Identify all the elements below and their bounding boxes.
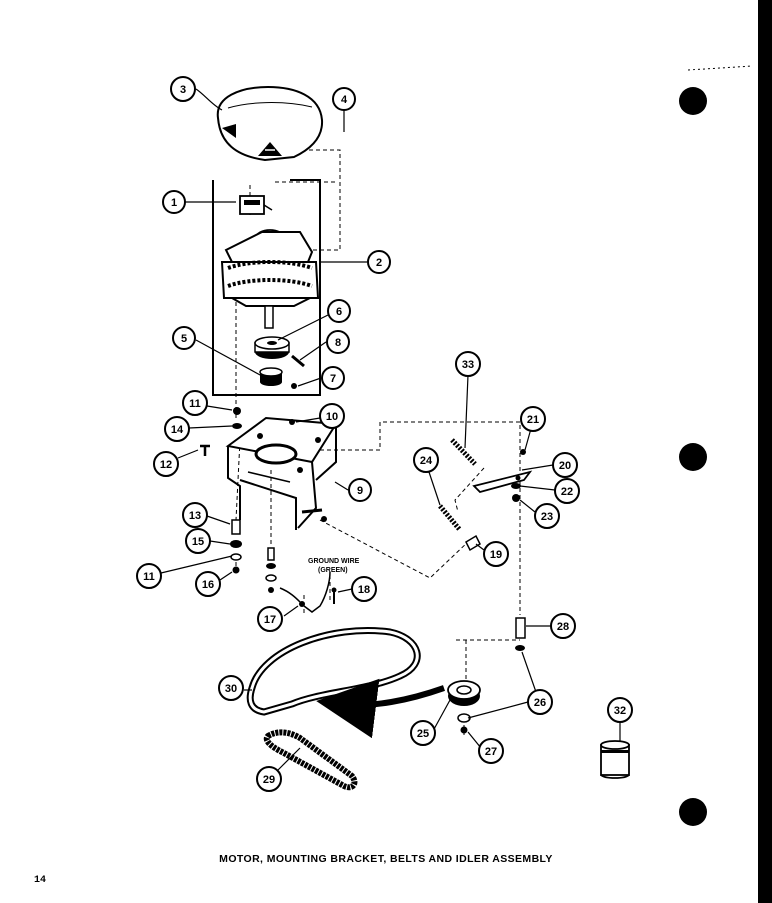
callout-2-label: 2: [376, 257, 382, 269]
motor-cover: [216, 85, 324, 162]
callout-14: 14: [164, 416, 190, 442]
callout-23: 23: [534, 503, 560, 529]
diagram-caption: MOTOR, MOUNTING BRACKET, BELTS AND IDLER…: [219, 853, 553, 865]
callout-12: 12: [153, 451, 179, 477]
callout-16-label: 16: [202, 579, 214, 591]
motor-group-bracket: [212, 179, 321, 396]
callout-20: 20: [552, 452, 578, 478]
callout-32: 32: [607, 697, 633, 723]
callout-28-label: 28: [557, 621, 569, 633]
callout-22-label: 22: [561, 486, 573, 498]
punch-hole-middle: [679, 443, 707, 471]
motor: [220, 195, 320, 329]
callout-17-label: 17: [264, 614, 276, 626]
callout-3: 3: [170, 76, 196, 102]
callout-29-label: 29: [263, 774, 275, 786]
callout-leaders: [160, 88, 621, 771]
setscrew-7: [291, 383, 297, 389]
callout-11-top-label: 11: [189, 398, 201, 410]
idler-pulley: [447, 680, 481, 734]
callout-10-label: 10: [326, 411, 338, 423]
callout-32-label: 32: [614, 705, 626, 717]
small-pulley: [259, 367, 283, 386]
callout-7-label: 7: [330, 373, 336, 385]
punch-hole-top: [679, 87, 707, 115]
callout-25-label: 25: [417, 728, 429, 740]
callout-2: 2: [367, 250, 391, 274]
callout-19-label: 19: [490, 549, 502, 561]
callout-21-label: 21: [527, 414, 539, 426]
callout-18-label: 18: [358, 584, 370, 596]
callout-27: 27: [478, 738, 504, 764]
callout-19: 19: [483, 541, 509, 567]
callout-15: 15: [185, 528, 211, 554]
callout-9: 9: [348, 478, 372, 502]
callout-1-label: 1: [171, 197, 177, 209]
assembly-dashed-lines: [235, 149, 521, 735]
callout-10: 10: [319, 403, 345, 429]
callout-11-top: 11: [182, 390, 208, 416]
callout-13-label: 13: [189, 510, 201, 522]
callout-23-label: 23: [541, 511, 553, 523]
callout-15-label: 15: [192, 536, 204, 548]
callout-8: 8: [326, 330, 350, 354]
callout-21: 21: [520, 406, 546, 432]
callout-20-label: 20: [559, 460, 571, 472]
callout-11-bottom: 11: [136, 563, 162, 589]
hardware-parts: [200, 407, 337, 613]
page-number: 14: [34, 875, 47, 886]
direction-arrow: [316, 678, 445, 739]
callout-6: 6: [327, 299, 351, 323]
callout-6-label: 6: [336, 306, 342, 318]
callout-9-label: 9: [357, 485, 363, 497]
callout-30: 30: [218, 675, 244, 701]
callout-33: 33: [455, 351, 481, 377]
callout-29: 29: [256, 766, 282, 792]
callout-30-label: 30: [225, 683, 237, 695]
motor-pulley: [254, 336, 290, 359]
mounting-bracket: [225, 416, 338, 530]
callout-3-label: 3: [180, 84, 186, 96]
idler-parts: [438, 438, 533, 651]
ground-wire-note-line2: (GREEN): [318, 567, 348, 574]
callout-1: 1: [162, 190, 186, 214]
lubricant-can: [600, 740, 630, 779]
callout-5-label: 5: [181, 333, 187, 345]
drive-belt: [246, 627, 421, 716]
callout-27-label: 27: [485, 746, 497, 758]
setscrew-8: [291, 354, 305, 368]
callout-25: 25: [410, 720, 436, 746]
callout-4: 4: [332, 87, 356, 111]
callout-circles: 3 4 1 2 6 8 5 7 11 10 14 12 9 13 15 11 1…: [136, 76, 633, 792]
callout-5: 5: [172, 326, 196, 350]
callout-7: 7: [321, 366, 345, 390]
callout-22: 22: [554, 478, 580, 504]
punch-hole-bottom: [679, 798, 707, 826]
callout-8-label: 8: [335, 337, 341, 349]
callout-26: 26: [527, 689, 553, 715]
callout-18: 18: [351, 576, 377, 602]
callout-16: 16: [195, 571, 221, 597]
ground-wire-note-line1: GROUND WIRE: [308, 558, 360, 565]
short-belt: [263, 729, 358, 791]
callout-33-label: 33: [462, 359, 474, 371]
callout-14-label: 14: [171, 424, 184, 436]
callout-13: 13: [182, 502, 208, 528]
callout-4-label: 4: [341, 94, 348, 106]
ground-wire-note: GROUND WIRE (GREEN): [308, 558, 360, 574]
binder-edge: [679, 0, 772, 903]
callout-17: 17: [257, 606, 283, 632]
callout-26-label: 26: [534, 697, 546, 709]
callout-11-bottom-label: 11: [143, 571, 155, 583]
callout-24: 24: [413, 447, 439, 473]
callout-12-label: 12: [160, 459, 172, 471]
callout-24-label: 24: [420, 455, 433, 467]
callout-28: 28: [550, 613, 576, 639]
